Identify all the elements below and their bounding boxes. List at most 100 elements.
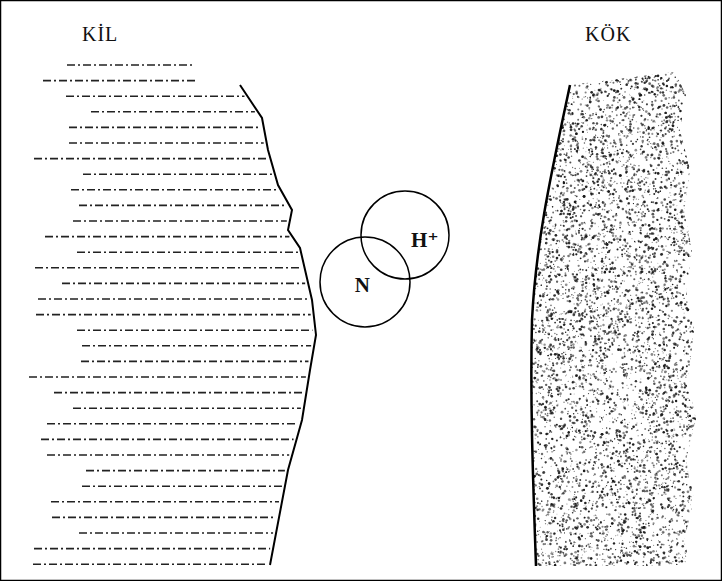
root-dot xyxy=(565,161,567,163)
root-dot xyxy=(604,109,605,110)
root-dot xyxy=(620,513,622,515)
root-dot xyxy=(564,342,565,343)
root-dot xyxy=(538,135,540,137)
root-dot xyxy=(687,231,688,232)
root-dot xyxy=(540,365,543,368)
root-dot xyxy=(683,460,685,462)
root-dot xyxy=(530,151,532,153)
root-dot xyxy=(672,123,674,125)
root-dot xyxy=(549,535,552,538)
root-dot xyxy=(673,434,674,435)
root-dot xyxy=(661,100,663,102)
root-dot xyxy=(655,228,657,230)
root-dot xyxy=(679,130,680,131)
root-dot xyxy=(589,359,592,362)
root-dot xyxy=(616,335,617,336)
root-dot xyxy=(656,420,658,422)
root-dot xyxy=(524,558,527,561)
root-dot xyxy=(668,529,670,531)
root-dot xyxy=(549,497,550,498)
root-dot xyxy=(542,279,543,280)
root-dot xyxy=(640,219,642,221)
root-dot xyxy=(651,316,653,318)
root-dot xyxy=(656,473,657,474)
root-dot xyxy=(663,284,665,286)
root-dot xyxy=(592,113,594,115)
root-dot xyxy=(610,488,612,490)
root-dot xyxy=(595,517,598,520)
root-dot xyxy=(580,561,582,563)
root-dot xyxy=(526,481,529,484)
root-dot xyxy=(626,113,628,115)
root-dot xyxy=(572,136,573,137)
root-dot xyxy=(536,412,538,414)
root-dot xyxy=(691,255,694,258)
root-dot xyxy=(541,490,543,492)
root-dot xyxy=(525,427,527,429)
root-dot xyxy=(694,340,695,341)
root-dot xyxy=(690,91,691,92)
root-dot xyxy=(678,253,680,255)
root-dot xyxy=(527,292,528,293)
root-dot xyxy=(564,123,566,125)
root-dot xyxy=(606,445,607,446)
root-dot xyxy=(589,139,592,142)
root-dot xyxy=(572,376,573,377)
root-dot xyxy=(574,557,576,559)
root-dot xyxy=(692,357,693,358)
root-dot xyxy=(552,522,553,523)
root-dot xyxy=(632,143,634,145)
root-dot xyxy=(670,562,672,564)
root-dot xyxy=(649,266,651,268)
root-dot xyxy=(611,69,614,72)
root-dot xyxy=(620,421,623,424)
root-dot xyxy=(689,92,691,94)
root-dot xyxy=(599,554,601,556)
root-dot xyxy=(676,538,678,540)
root-dot xyxy=(542,554,544,556)
root-dot xyxy=(598,482,599,483)
root-dot xyxy=(525,265,527,267)
root-dot xyxy=(632,116,634,118)
root-dot xyxy=(619,227,621,229)
root-dot xyxy=(689,220,691,222)
root-dot xyxy=(697,359,700,362)
root-dot xyxy=(688,192,689,193)
root-dot xyxy=(529,523,530,524)
root-dot xyxy=(684,94,686,96)
root-dot xyxy=(685,106,686,107)
root-dot xyxy=(612,421,614,423)
root-dot xyxy=(692,291,694,293)
root-dot xyxy=(532,543,533,544)
root-dot xyxy=(626,376,627,377)
root-dot xyxy=(564,145,565,146)
root-dot xyxy=(602,209,604,211)
root-dot xyxy=(681,239,683,241)
root-dot xyxy=(630,120,631,121)
root-dot xyxy=(694,535,695,536)
root-dot xyxy=(598,72,600,74)
root-dot xyxy=(650,432,652,434)
root-dot xyxy=(682,500,685,503)
clay-boundary xyxy=(240,85,316,565)
root-dot xyxy=(580,170,583,173)
root-dot xyxy=(598,76,600,78)
root-dot xyxy=(613,200,615,202)
root-dot xyxy=(533,232,536,235)
root-dot xyxy=(595,397,597,399)
root-dot xyxy=(678,245,680,247)
root-dot xyxy=(636,121,637,122)
root-dot xyxy=(581,122,582,123)
root-dot xyxy=(676,229,677,230)
root-dot xyxy=(542,370,543,371)
root-dot xyxy=(662,483,663,484)
root-dot xyxy=(640,230,641,231)
root-dot xyxy=(608,566,610,568)
root-dot xyxy=(586,104,589,107)
root-dot xyxy=(602,152,604,154)
root-dot xyxy=(534,433,537,436)
root-dot xyxy=(579,398,581,400)
root-dot xyxy=(649,403,650,404)
root-dot xyxy=(585,140,586,141)
root-dot xyxy=(615,235,616,236)
